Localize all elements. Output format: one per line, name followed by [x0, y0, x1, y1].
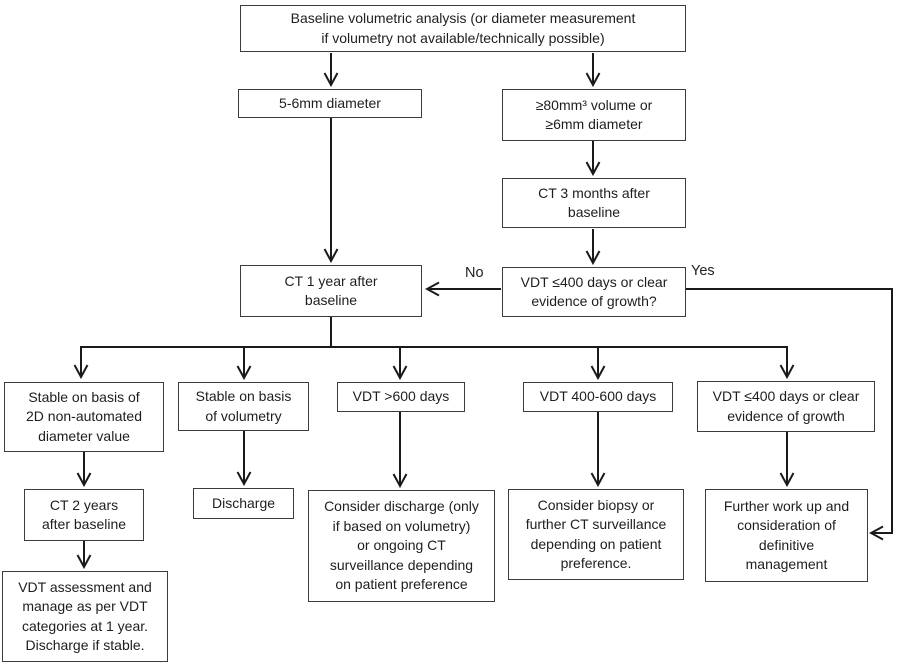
node-5-6mm-diameter: 5-6mm diameter	[238, 89, 422, 118]
node-ct-3-months: CT 3 months after baseline	[502, 178, 686, 228]
edge-label-yes: Yes	[691, 263, 715, 280]
node-baseline-analysis: Baseline volumetric analysis (or diamete…	[240, 5, 686, 52]
node-further-workup: Further work up and consideration of def…	[705, 489, 868, 582]
node-ct-2-years: CT 2 years after baseline	[24, 489, 144, 541]
node-vdt-400-600: VDT 400-600 days	[523, 382, 673, 412]
node-vdt-le-400-growth: VDT ≤400 days or clear evidence of growt…	[697, 381, 875, 432]
node-80mm3-volume: ≥80mm³ volume or ≥6mm diameter	[502, 89, 686, 141]
node-vdt-400-question: VDT ≤400 days or clear evidence of growt…	[502, 267, 686, 317]
node-consider-discharge: Consider discharge (only if based on vol…	[308, 490, 495, 602]
node-stable-volumetry: Stable on basis of volumetry	[178, 382, 309, 431]
node-consider-biopsy: Consider biopsy or further CT surveillan…	[508, 489, 684, 580]
node-discharge: Discharge	[193, 488, 294, 519]
node-vdt-assessment: VDT assessment and manage as per VDT cat…	[2, 571, 168, 662]
node-vdt-gt-600: VDT >600 days	[337, 382, 465, 412]
node-ct-1-year: CT 1 year after baseline	[240, 265, 422, 317]
edge-label-no: No	[465, 265, 484, 282]
node-stable-2d-diameter: Stable on basis of 2D non-automated diam…	[4, 382, 164, 452]
